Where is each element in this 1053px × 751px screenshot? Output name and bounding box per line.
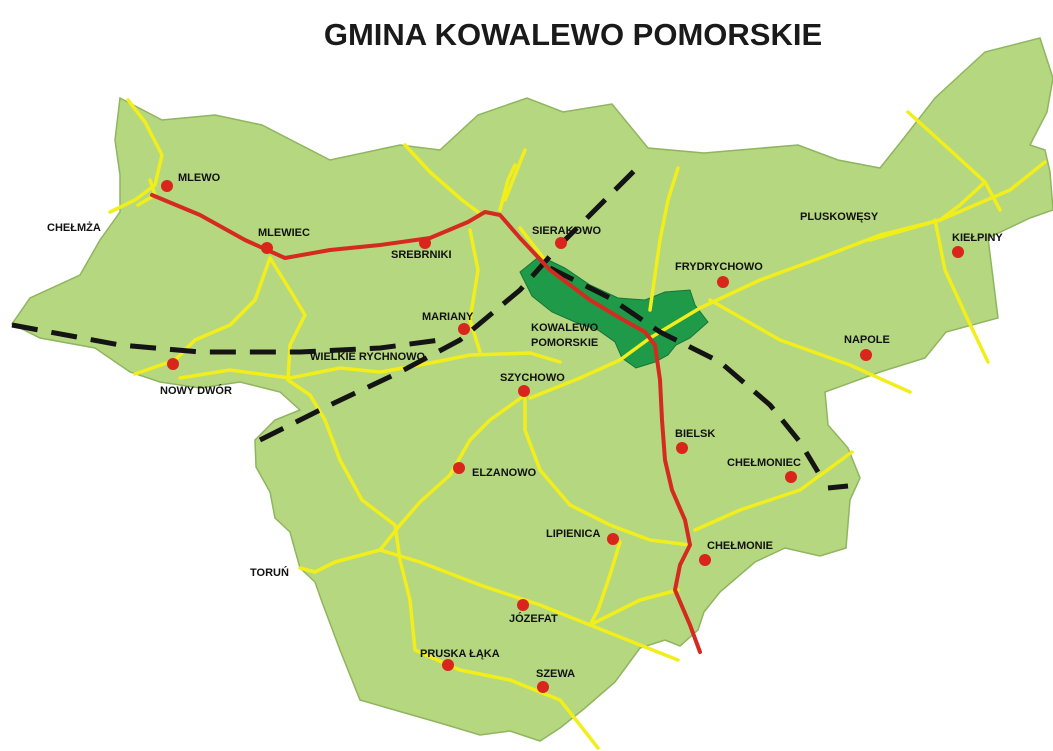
village-label: CHEŁMONIE — [707, 540, 773, 552]
village-frydrychowo[interactable]: FRYDRYCHOWO — [675, 261, 763, 288]
local-road — [288, 351, 562, 380]
local-road — [648, 166, 680, 312]
local-road — [708, 298, 912, 394]
village-pruska-laka[interactable]: PRUSKA ŁĄKA — [420, 648, 500, 671]
map-title: GMINA KOWALEWO POMORSKIE — [324, 17, 822, 52]
village-label: NOWY DWÓR — [160, 384, 232, 397]
village-dot — [517, 599, 529, 611]
village-dot — [952, 246, 964, 258]
local-road — [298, 393, 527, 574]
village-szychowo[interactable]: SZYCHOWO — [500, 372, 565, 397]
town-label-line-2: POMORSKIE — [531, 337, 598, 349]
local-road — [403, 143, 480, 214]
village-label: BIELSK — [675, 428, 715, 440]
local-roads — [108, 98, 1047, 750]
external-place-label: TORUŃ — [250, 566, 289, 579]
village-dot — [419, 237, 431, 249]
village-mariany[interactable]: MARIANY — [422, 311, 474, 335]
village-jozefat[interactable]: JÓZEFAT — [509, 599, 558, 625]
local-road — [868, 180, 987, 242]
local-road — [468, 228, 482, 354]
local-road — [503, 148, 527, 202]
village-dot — [458, 323, 470, 335]
village-label: LIPIENICA — [546, 528, 600, 540]
village-mlewiec[interactable]: MLEWIEC — [258, 227, 310, 254]
village-dot — [699, 554, 711, 566]
local-road — [498, 163, 517, 212]
village-kielpiny[interactable]: KIEŁPINY — [952, 232, 1003, 258]
village-label: MLEWIEC — [258, 227, 310, 239]
village-dot — [167, 358, 179, 370]
external-place-label: CHEŁMŻA — [47, 221, 101, 234]
village-label: CHEŁMONIEC — [727, 457, 801, 469]
village-label: MLEWO — [178, 172, 221, 184]
village-dot — [161, 180, 173, 192]
village-label: NAPOLE — [844, 334, 890, 346]
local-road — [518, 226, 547, 262]
village-label: MARIANY — [422, 311, 474, 323]
village-dot — [555, 237, 567, 249]
village-dot — [860, 349, 872, 361]
village-sierakowo[interactable]: SIERAKOWO — [532, 225, 602, 249]
village-srebrniki[interactable]: SREBRNIKI — [391, 237, 452, 261]
village-label: KIEŁPINY — [952, 232, 1003, 244]
village-label: SZYCHOWO — [500, 372, 565, 384]
local-road — [588, 540, 680, 627]
village-szewa[interactable]: SZEWA — [536, 668, 575, 693]
local-road — [693, 450, 854, 532]
village-dot — [785, 471, 797, 483]
village-label: JÓZEFAT — [509, 612, 558, 625]
local-road — [108, 98, 164, 214]
village-mlewo[interactable]: MLEWO — [161, 172, 221, 192]
village-dot — [518, 385, 530, 397]
village-chelmonie[interactable]: CHEŁMONIE — [699, 540, 773, 566]
village-dot — [261, 242, 273, 254]
village-label: ELZANOWO — [472, 467, 537, 479]
town-label-group[interactable]: KOWALEWO POMORSKIE — [531, 322, 599, 349]
local-road — [178, 368, 292, 380]
local-road — [268, 256, 600, 750]
village-label: WIELKIE RYCHNOWO — [310, 351, 426, 363]
main-road — [150, 193, 702, 654]
village-pluskowesy[interactable]: PLUSKOWĘSY — [800, 211, 879, 223]
village-label: PRUSKA ŁĄKA — [420, 648, 500, 660]
village-wielkie-rychnowo[interactable]: WIELKIE RYCHNOWO — [310, 351, 426, 363]
village-dot — [537, 681, 549, 693]
local-road — [528, 160, 1047, 400]
village-dot — [453, 462, 465, 474]
railway-line — [11, 322, 441, 355]
village-lipienica[interactable]: LIPIENICA — [546, 528, 619, 545]
local-road — [906, 110, 1002, 212]
railway-line — [827, 483, 849, 491]
village-elzanowo[interactable]: ELZANOWO — [453, 462, 537, 479]
village-label: SREBRNIKI — [391, 249, 452, 261]
village-bielsk[interactable]: BIELSK — [675, 428, 715, 454]
village-label: FRYDRYCHOWO — [675, 261, 763, 273]
village-label: PLUSKOWĘSY — [800, 211, 879, 223]
village-napole[interactable]: NAPOLE — [844, 334, 890, 361]
town-label-line-1: KOWALEWO — [531, 322, 599, 334]
village-nowy-dwor[interactable]: NOWY DWÓR — [160, 358, 232, 397]
village-dot — [717, 276, 729, 288]
village-dot — [676, 442, 688, 454]
local-road — [378, 548, 680, 662]
local-road — [523, 393, 692, 547]
village-dot — [442, 659, 454, 671]
local-road — [933, 218, 990, 364]
railways — [11, 168, 849, 491]
village-dot — [607, 533, 619, 545]
villages: MLEWO MLEWIEC SREBRNIKI SIERAKOWO FRYDRY… — [160, 172, 1003, 693]
railway-line — [258, 168, 637, 443]
village-chelmoniec[interactable]: CHEŁMONIEC — [727, 457, 801, 483]
village-label: SIERAKOWO — [532, 225, 602, 237]
village-label: SZEWA — [536, 668, 575, 680]
gmina-area — [10, 37, 1053, 742]
